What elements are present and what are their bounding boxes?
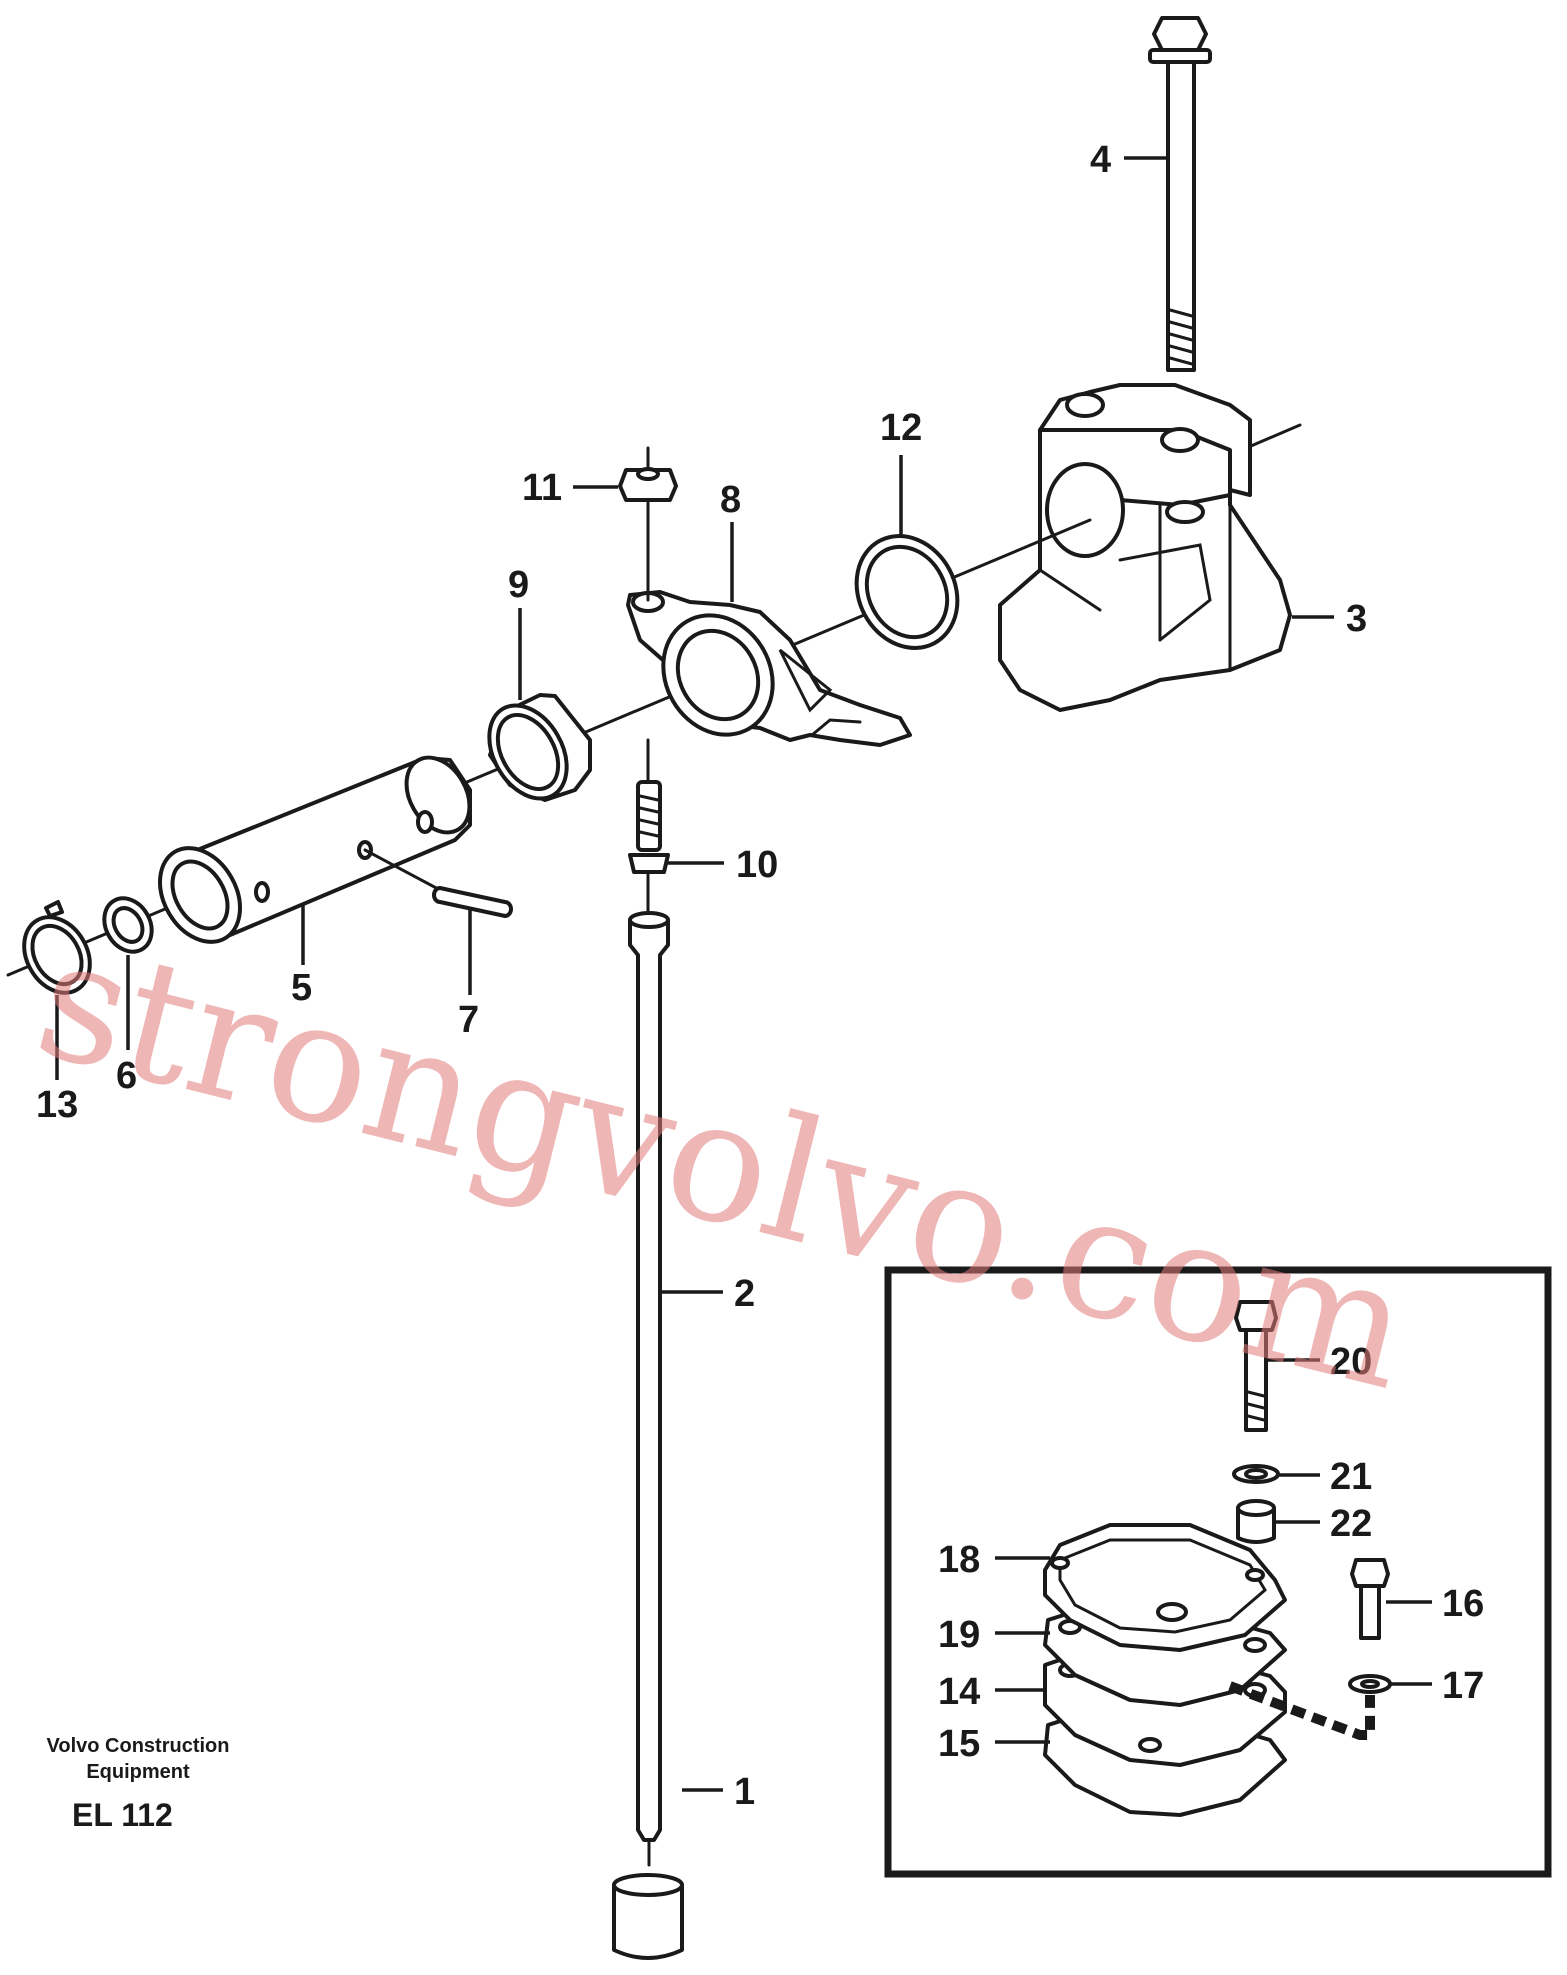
callout-20: 20: [1330, 1341, 1372, 1383]
part-17-washer: [1348, 1674, 1392, 1694]
footer-line-2: Equipment: [86, 1761, 190, 1783]
part-9-bushing: [487, 693, 592, 802]
part-4-bolt: [1148, 16, 1212, 372]
callout-9: 9: [508, 564, 529, 606]
callout-19: 19: [938, 1614, 980, 1656]
part-2-pushrod: [628, 911, 670, 1867]
callout-13: 13: [36, 1084, 78, 1126]
part-21-washer: [1232, 1464, 1280, 1484]
callout-1: 1: [734, 1771, 755, 1813]
callout-8: 8: [720, 479, 741, 521]
callout-16: 16: [1442, 1583, 1484, 1625]
footer-line-1: Volvo Construction: [47, 1735, 230, 1757]
part-16-bolt: [1350, 1558, 1390, 1640]
part-6-washer: [102, 896, 154, 954]
watermark: strongvolvo.com: [20, 899, 1428, 1428]
leader-lines: [55, 156, 1432, 1792]
callout-6: 6: [116, 1055, 137, 1097]
part-20-bolt: [1234, 1300, 1278, 1432]
part-3-bracket: [998, 383, 1302, 712]
part-7-pin: [363, 848, 513, 918]
part-22-spacer: [1236, 1499, 1276, 1544]
callout-12: 12: [880, 407, 922, 449]
footer-block: Volvo Construction Equipment EL 112: [47, 1735, 230, 1833]
part-5-shaft: [158, 755, 472, 944]
callout-4: 4: [1090, 139, 1111, 181]
callout-7: 7: [458, 999, 479, 1041]
callout-18: 18: [938, 1539, 980, 1581]
part-10-adjuster: [628, 738, 670, 914]
part-18-cover: [1043, 1523, 1287, 1652]
callout-labels: 4 12 11 8 9 3 10 5 7 6 13 2 1 20 21 22 1…: [36, 139, 1484, 1813]
callout-15: 15: [938, 1723, 980, 1765]
callout-10: 10: [736, 844, 778, 886]
part-11-nut: [618, 446, 678, 602]
assembly-dashed-line: [1228, 1681, 1375, 1740]
callout-17: 17: [1442, 1665, 1484, 1707]
callout-21: 21: [1330, 1456, 1372, 1498]
callout-2: 2: [734, 1273, 755, 1315]
part-1-tappet: [612, 1873, 684, 1960]
callout-3: 3: [1346, 598, 1367, 640]
detail-inset-frame: [884, 1266, 1552, 1878]
callout-22: 22: [1330, 1503, 1372, 1545]
callout-11: 11: [522, 467, 562, 509]
callout-14: 14: [938, 1671, 980, 1713]
drawing-code: EL 112: [72, 1797, 173, 1833]
part-12-ring: [854, 534, 960, 650]
part-13-circlip: [22, 900, 92, 995]
part-8-rocker-arm: [626, 590, 912, 747]
callout-5: 5: [291, 967, 312, 1009]
